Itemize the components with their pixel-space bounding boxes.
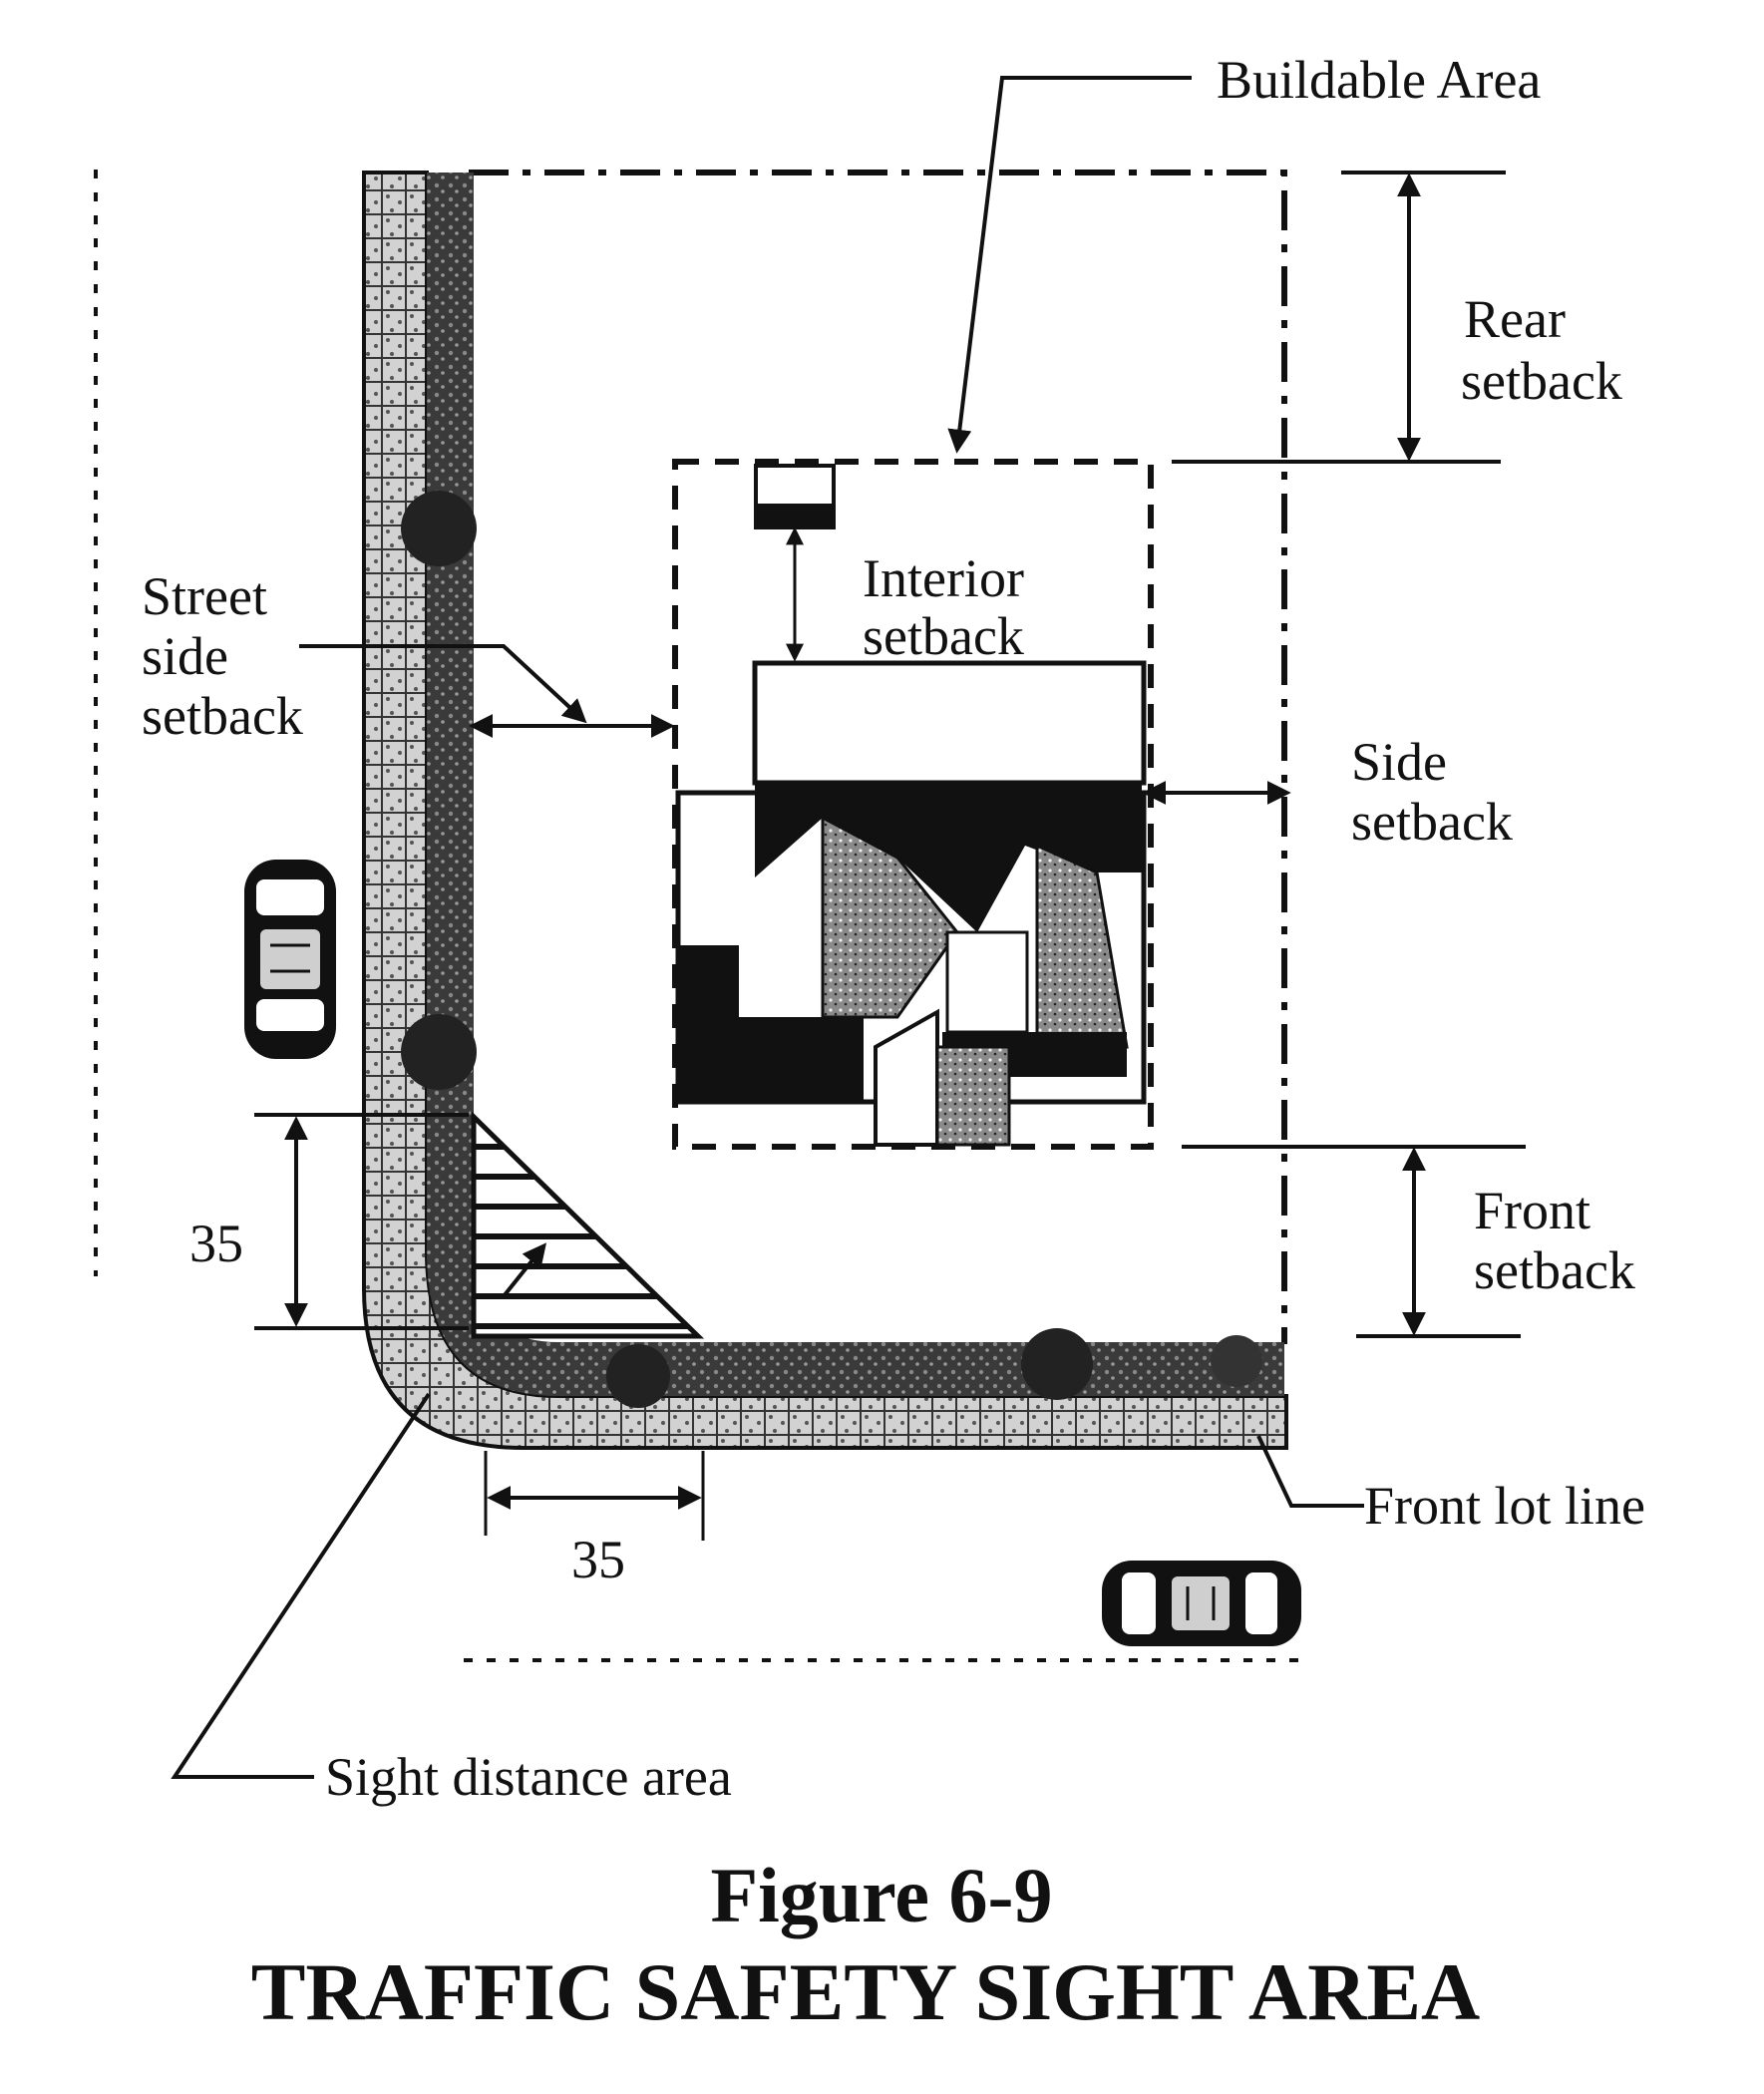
label-interior-setback-line2: setback xyxy=(863,606,1024,666)
label-street-side-setback-line1: Street xyxy=(142,566,267,626)
house-icon xyxy=(675,660,1147,1147)
label-dim-vertical: 35 xyxy=(189,1214,243,1273)
label-dim-horizontal: 35 xyxy=(571,1530,625,1589)
tree-canopy xyxy=(401,491,477,566)
label-side-setback-line2: setback xyxy=(1351,792,1513,852)
tree-canopy xyxy=(401,1014,477,1090)
label-rear-setback-line2: setback xyxy=(1461,351,1622,411)
figure-title: TRAFFIC SAFETY SIGHT AREA xyxy=(251,1946,1481,2037)
label-street-side-setback-line2: side xyxy=(142,626,228,686)
car-icon xyxy=(244,860,336,1059)
label-street-side-setback-line3: setback xyxy=(142,686,303,746)
label-rear-setback-line1: Rear xyxy=(1464,289,1566,349)
label-buildable-area: Buildable Area xyxy=(1217,50,1541,110)
street-side-leader xyxy=(299,644,587,724)
figure-number: Figure 6-9 xyxy=(710,1852,1052,1938)
label-interior-setback-line1: Interior xyxy=(863,548,1024,608)
lot-line-outline xyxy=(469,170,1287,1344)
label-front-setback-line2: setback xyxy=(1474,1240,1635,1300)
tree-canopy xyxy=(1211,1335,1262,1387)
tree-canopy xyxy=(1021,1328,1093,1400)
car-icon xyxy=(1102,1561,1301,1646)
label-front-setback-line1: Front xyxy=(1474,1181,1590,1240)
label-front-lot-line: Front lot line xyxy=(1364,1476,1645,1536)
tree-canopy xyxy=(606,1344,670,1408)
sight-distance-leader xyxy=(171,1392,431,1779)
label-side-setback-line1: Side xyxy=(1351,732,1447,792)
label-sight-distance-area: Sight distance area xyxy=(325,1747,732,1807)
front-lot-line-leader xyxy=(1256,1435,1364,1508)
sight-triangle-pointer xyxy=(502,1242,546,1298)
shed-icon xyxy=(754,464,836,529)
sight-triangle xyxy=(471,1111,705,1339)
buildable-area-leader xyxy=(947,76,1192,454)
